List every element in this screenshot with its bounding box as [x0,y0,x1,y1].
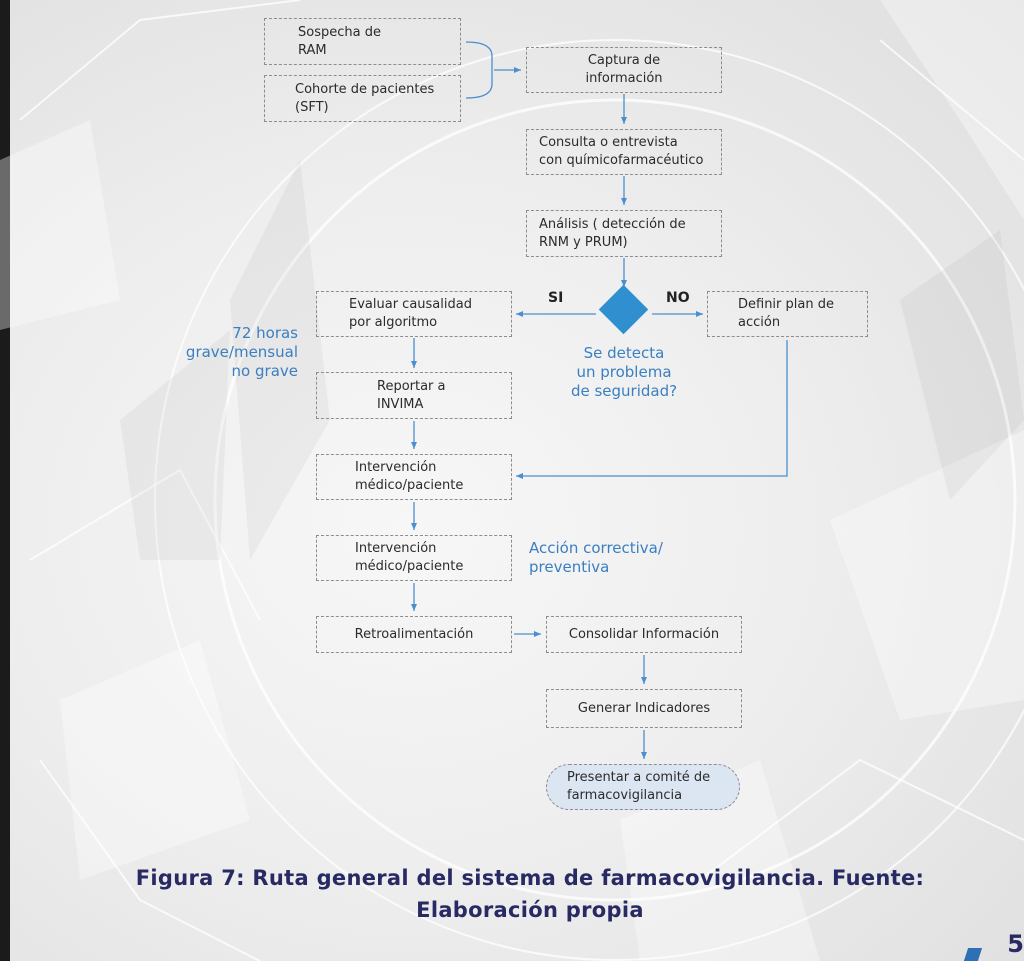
node-captura: Captura de información [526,47,722,93]
node-sospecha-ram: Sospecha de RAM [264,18,461,65]
node-reportar: Reportar a INVIMA [316,372,512,419]
node-analisis: Análisis ( detección de RNM y PRUM) [526,210,722,257]
node-evaluar: Evaluar causalidad por algoritmo [316,291,512,337]
node-evaluar-label: Evaluar causalidad por algoritmo [349,297,472,330]
node-consolidar: Consolidar Información [546,616,742,653]
figure-caption: Figura 7: Ruta general del sistema de fa… [60,862,1000,926]
node-reportar-label: Reportar a INVIMA [377,378,446,412]
node-generar: Generar Indicadores [546,689,742,728]
timing-annotation: 72 horas grave/mensual no grave [185,324,298,380]
node-cohorte-label: Cohorte de pacientes (SFT) [295,81,435,115]
page-number: 5 [1007,930,1024,958]
node-analisis-label: Análisis ( detección de RNM y PRUM) [539,216,686,250]
arrow-definir-to-intervencion [516,340,788,479]
node-intervencion-2: Intervención médico/paciente [316,535,512,581]
node-retroalimentacion-label: Retroalimentación [354,626,474,642]
node-intervencion-1: Intervención médico/paciente [316,454,512,500]
node-sospecha-ram-label: Sospecha de RAM [298,24,381,58]
node-intervencion-2-label: Intervención médico/paciente [355,541,464,574]
node-presentar: Presentar a comité de farmacovigilancia [546,764,740,810]
brace-bracket [465,41,493,99]
action-annotation: Acción correctiva/ preventiva [529,539,663,576]
decision-yes-label: SI [548,290,564,306]
node-intervencion-1-label: Intervención médico/paciente [355,460,464,493]
node-consulta-label: Consulta o entrevista con químicofarmacé… [539,135,704,168]
decision-question: Se detecta un problema de seguridad? [570,344,678,400]
node-retroalimentacion: Retroalimentación [316,616,512,653]
figure-caption-line-1: Figura 7: Ruta general del sistema de fa… [135,866,925,890]
figure-caption-line-2: Elaboración propia [416,898,644,922]
left-edge-strip [0,0,10,961]
node-consolidar-label: Consolidar Información [568,626,720,642]
node-cohorte: Cohorte de pacientes (SFT) [264,75,461,122]
node-consulta: Consulta o entrevista con químicofarmacé… [526,129,722,175]
node-captura-label: Captura de información [585,53,663,86]
node-definir: Definir plan de acción [707,291,868,337]
node-generar-label: Generar Indicadores [577,700,711,716]
decision-no-label: NO [666,290,690,306]
node-definir-label: Definir plan de acción [738,297,834,330]
node-presentar-label: Presentar a comité de farmacovigilancia [567,770,711,803]
